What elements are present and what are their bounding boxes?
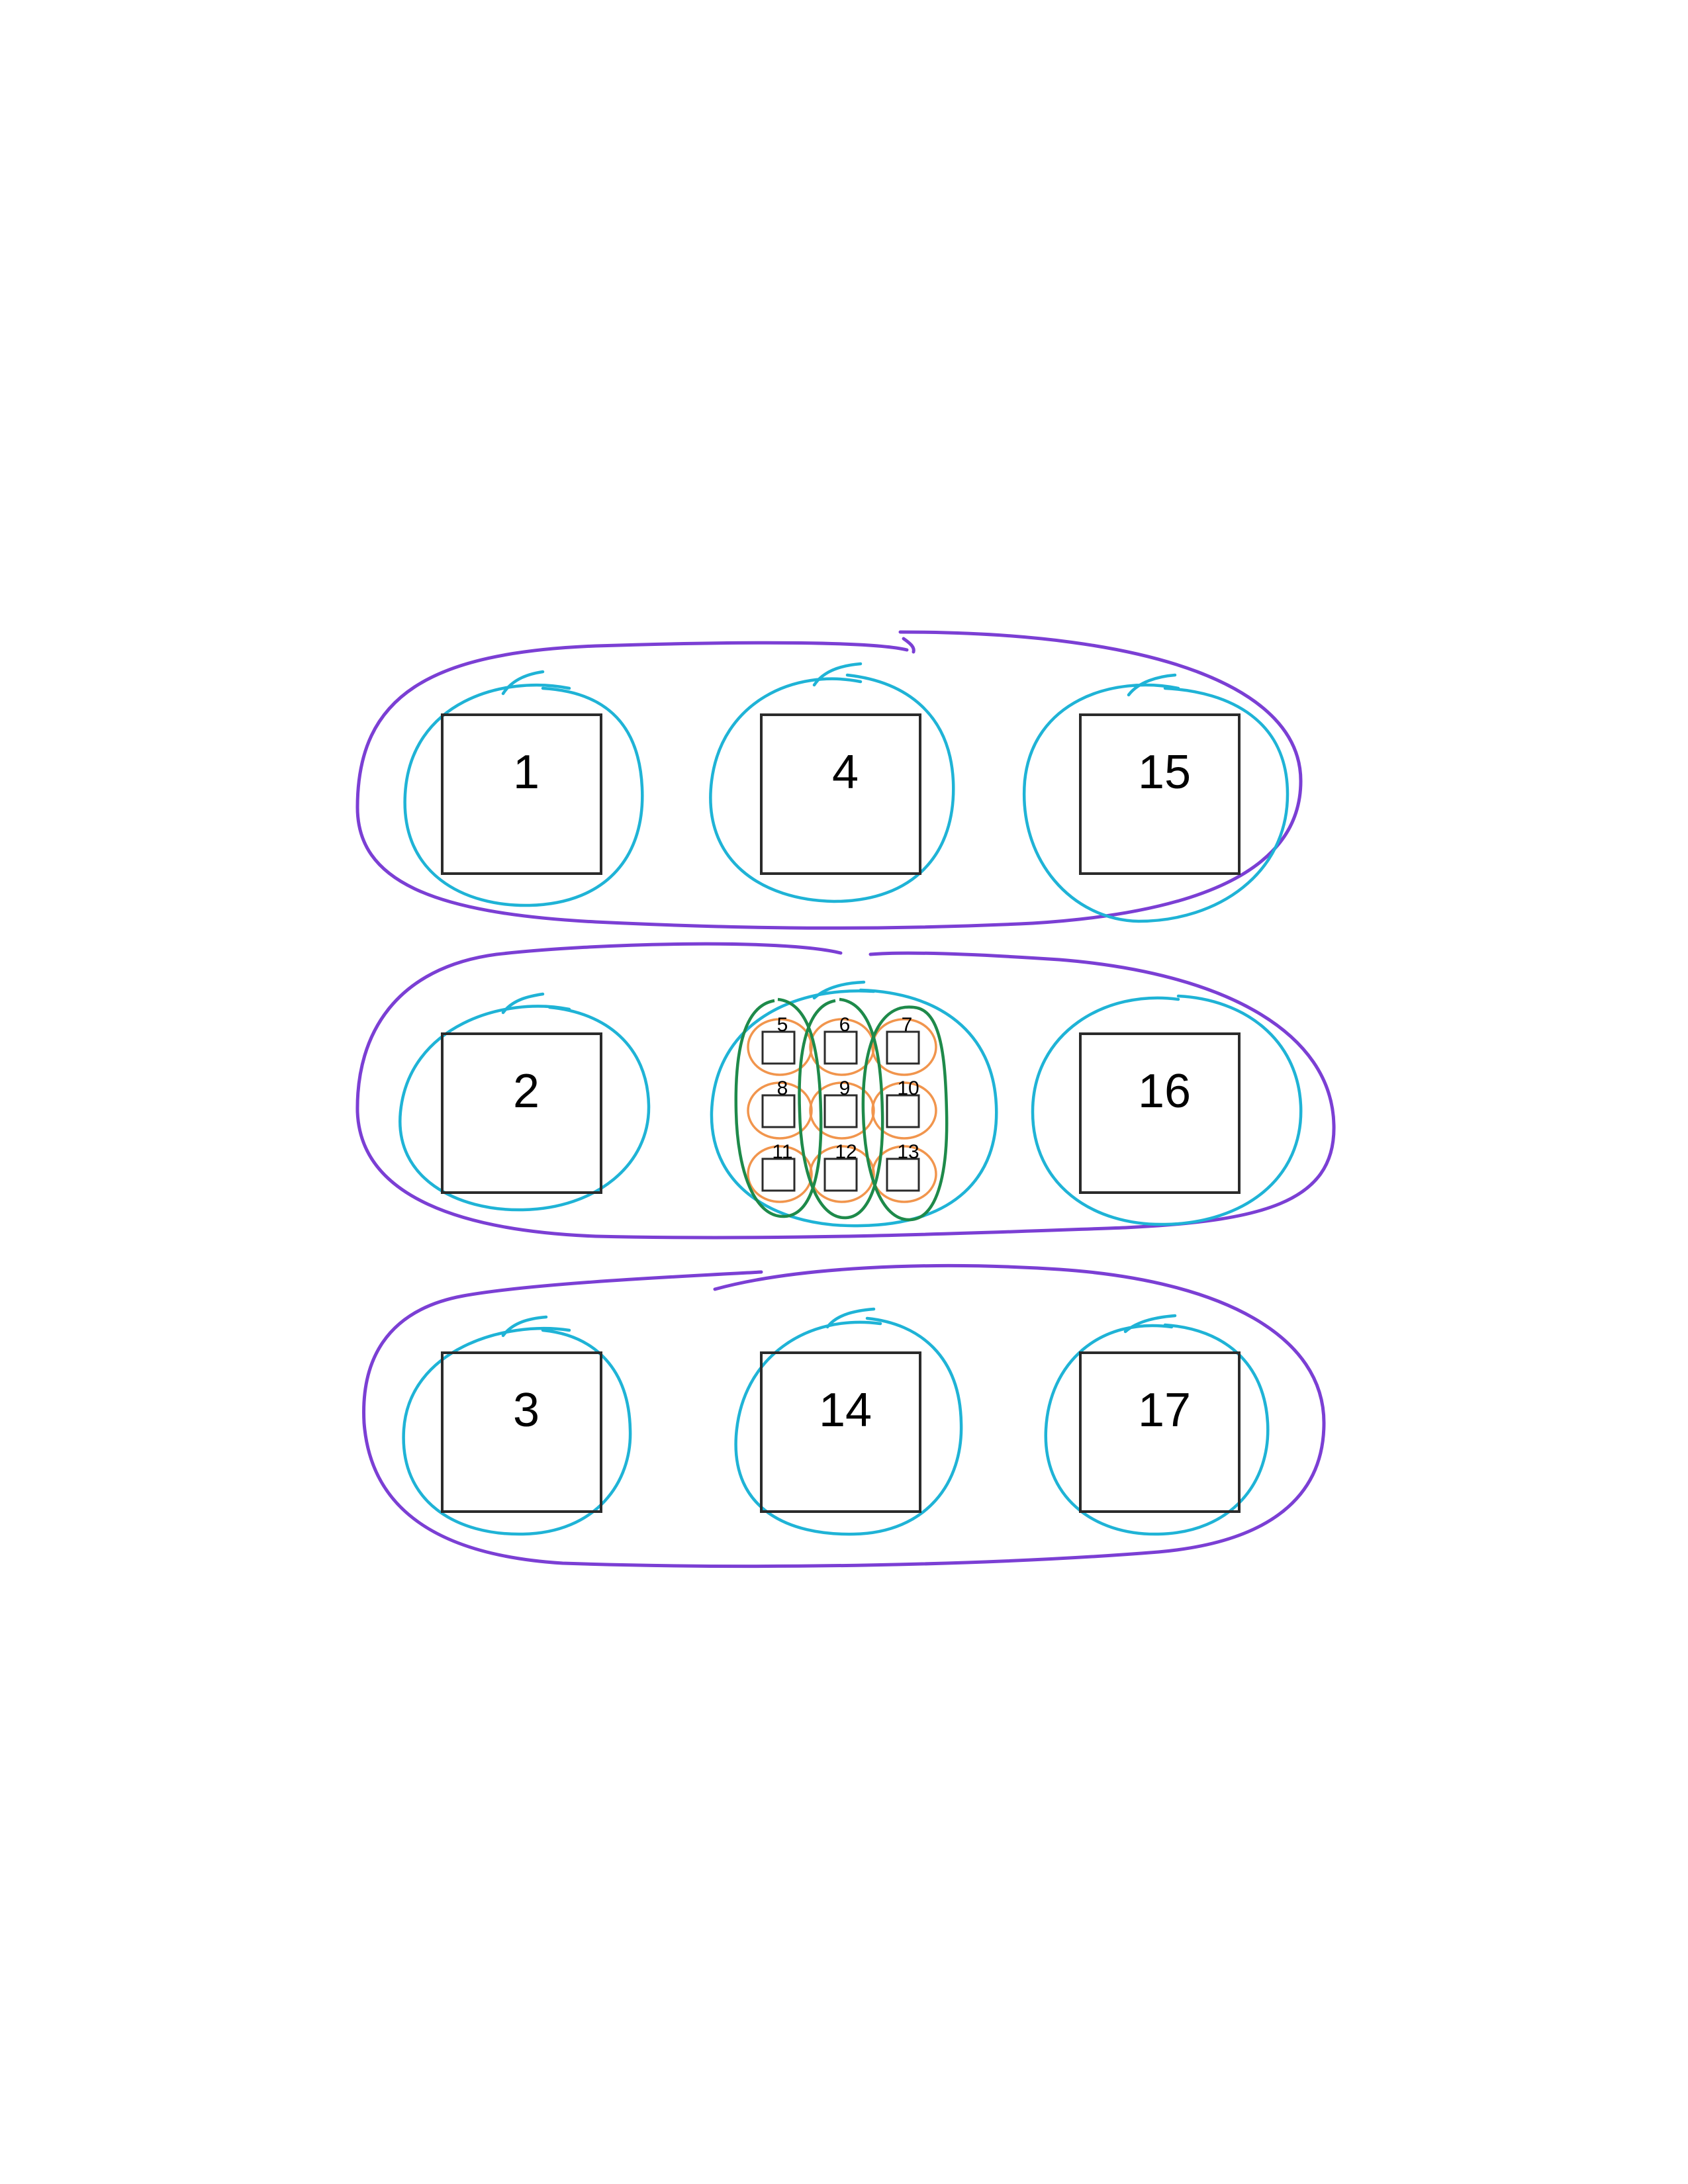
box-label-1: 1 xyxy=(513,746,539,799)
box-label-16: 16 xyxy=(1138,1065,1191,1118)
box-14 xyxy=(760,1351,921,1513)
box-3 xyxy=(441,1351,602,1513)
cell-circle-grid xyxy=(710,980,998,1228)
box-label-14: 14 xyxy=(819,1384,872,1437)
cell-circles xyxy=(399,662,1303,1536)
row-1-group-outline xyxy=(355,630,1303,930)
sub-circle-7 xyxy=(871,1018,937,1076)
small-boxes xyxy=(761,1030,920,1192)
sub-circle-5 xyxy=(747,1018,813,1076)
box-2 xyxy=(441,1032,602,1194)
small-box-9 xyxy=(823,1094,858,1128)
sub-circle-11 xyxy=(747,1145,813,1203)
small-box-label-6: 6 xyxy=(839,1014,851,1036)
large-box-labels: 1 4 15 2 16 3 14 17 xyxy=(513,746,1191,1437)
small-box-11 xyxy=(761,1158,796,1192)
small-box-label-9: 9 xyxy=(839,1077,851,1099)
small-box-label-10: 10 xyxy=(897,1077,919,1099)
small-box-labels: 5 6 7 8 9 10 11 12 13 xyxy=(772,1014,919,1163)
column-groups xyxy=(734,997,949,1222)
column-group-2 xyxy=(798,997,884,1220)
box-15 xyxy=(1079,713,1241,875)
small-box-label-5: 5 xyxy=(777,1014,788,1036)
cell-circle-1 xyxy=(403,670,644,907)
sub-circle-10 xyxy=(871,1081,937,1140)
cell-circle-4 xyxy=(709,662,955,903)
small-box-10 xyxy=(886,1094,920,1128)
cell-circle-3 xyxy=(402,1315,632,1536)
sub-circle-9 xyxy=(809,1081,875,1140)
box-label-17: 17 xyxy=(1138,1384,1191,1437)
small-box-label-11: 11 xyxy=(772,1141,792,1163)
box-label-3: 3 xyxy=(513,1384,539,1437)
small-box-6 xyxy=(823,1030,858,1065)
small-box-label-12: 12 xyxy=(835,1141,857,1163)
small-box-label-8: 8 xyxy=(777,1077,788,1099)
row-1-group-tail xyxy=(902,637,915,654)
column-group-3 xyxy=(861,1005,949,1222)
small-box-13 xyxy=(886,1158,920,1192)
box-label-15: 15 xyxy=(1138,746,1191,799)
small-box-label-7: 7 xyxy=(902,1014,913,1036)
cell-circle-15 xyxy=(1022,673,1289,923)
cell-circle-16 xyxy=(1031,994,1303,1226)
small-box-label-13: 13 xyxy=(897,1141,919,1163)
sub-circle-6 xyxy=(809,1018,875,1076)
cell-circle-17 xyxy=(1044,1314,1270,1536)
nested-grid: 5 6 7 8 9 10 11 12 13 xyxy=(734,997,949,1222)
sub-circle-8 xyxy=(747,1081,813,1140)
small-box-7 xyxy=(886,1030,920,1065)
column-group-1 xyxy=(734,997,823,1218)
box-1 xyxy=(441,713,602,875)
sub-circles xyxy=(747,1018,937,1203)
outer-groups xyxy=(355,630,1336,1569)
box-4 xyxy=(760,713,921,875)
small-box-8 xyxy=(761,1094,796,1128)
small-box-5 xyxy=(761,1030,796,1065)
box-label-4: 4 xyxy=(832,746,859,799)
box-label-2: 2 xyxy=(513,1065,539,1118)
row-3-group-outline xyxy=(362,1264,1326,1569)
box-17 xyxy=(1079,1351,1241,1513)
sub-circle-12 xyxy=(809,1145,875,1203)
small-box-12 xyxy=(823,1158,858,1192)
row-2-group-outline xyxy=(355,942,1336,1240)
large-boxes xyxy=(441,713,1241,1513)
box-16 xyxy=(1079,1032,1241,1194)
